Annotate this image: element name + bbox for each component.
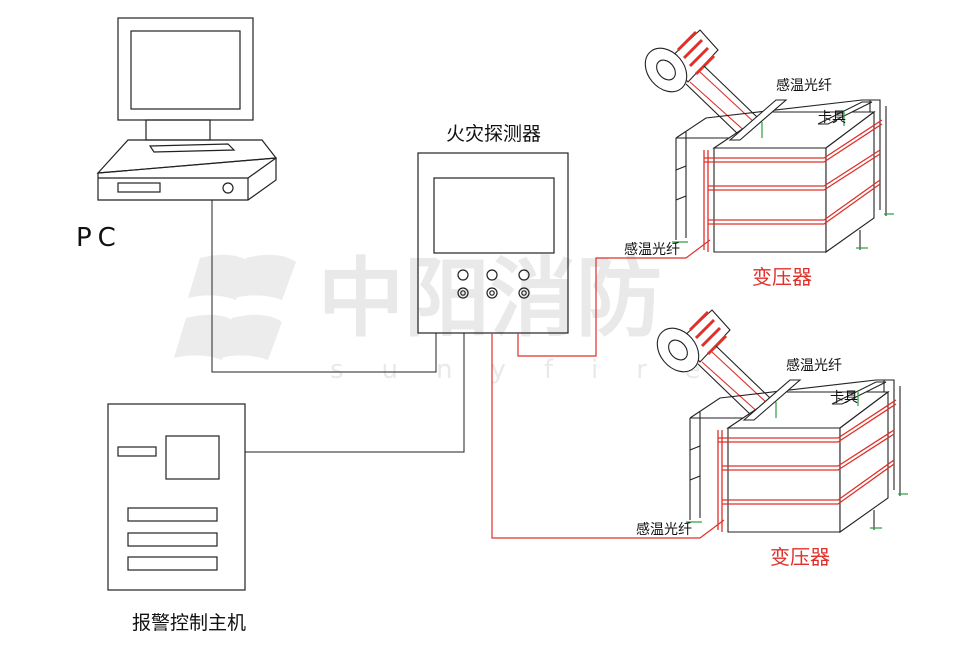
detector-led-3 [518, 269, 530, 281]
pc-drive-slot [117, 182, 161, 193]
detector-knob-2 [486, 287, 498, 299]
fire-detector [417, 152, 569, 334]
transformer-2-clamp-label: 卡具 [830, 390, 858, 406]
pc-power-button [222, 182, 234, 194]
transformer-1-side-fiber-label: 感温光纤 [624, 241, 680, 258]
watermark-logo [174, 254, 296, 360]
watermark-subtitle: sunyfire [330, 355, 738, 385]
communication-wiring [211, 200, 465, 453]
transformer-2-label: 变压器 [770, 545, 830, 569]
fiber-reel-1 [644, 29, 759, 137]
transformer-1-fiber-label: 感温光纤 [776, 77, 832, 94]
detector-led-1 [457, 269, 469, 281]
transformer-2-frame [689, 379, 901, 530]
pc-to-detector-cable [211, 200, 437, 373]
pc-case [97, 157, 277, 201]
alarm-control-host [107, 403, 246, 591]
transformer-1-fiber-coil [703, 119, 883, 252]
detector-body [417, 152, 569, 334]
alarm-host-label: 报警控制主机 [132, 612, 246, 634]
fiber-to-transformer-1 [517, 239, 711, 357]
transformer-1-label: 变压器 [752, 265, 812, 289]
alarm-host-panel [165, 435, 220, 480]
detector-knob-3 [518, 287, 530, 299]
alarm-host-slot-3 [127, 556, 218, 571]
transformer-1 [644, 29, 894, 254]
transformer-2 [656, 309, 908, 534]
transformer-1-grounds [672, 110, 894, 249]
alarm-host-indicator [117, 446, 157, 457]
transformer-2-fiber-label: 感温光纤 [786, 357, 842, 374]
watermark-name: 中阳消防 [318, 249, 662, 349]
pc-computer [96, 17, 278, 201]
alarm-host-to-detector-cable [245, 333, 465, 453]
pc-monitor [117, 17, 254, 121]
detector-label: 火灾探测器 [446, 123, 541, 145]
fiber-to-transformer-2 [491, 333, 725, 539]
transformer-2-fiber-coil [717, 399, 897, 532]
transformer-2-clamps [742, 379, 887, 421]
transformer-2-body [726, 390, 890, 534]
pc-screen [130, 30, 241, 110]
detector-display [433, 177, 555, 254]
alarm-host-slot-2 [127, 532, 218, 547]
transformer-2-side-fiber-label: 感温光纤 [636, 521, 692, 538]
transformer-1-clamps [728, 99, 873, 141]
transformer-2-grounds [686, 390, 908, 529]
detector-led-2 [486, 269, 498, 281]
detector-knob-1 [457, 287, 469, 299]
transformer-1-body [712, 110, 876, 254]
transformer-1-clamp-label: 卡具 [818, 110, 846, 126]
fiber-wiring [491, 239, 725, 539]
fiber-reel-2 [656, 309, 771, 417]
alarm-host-slot-1 [127, 507, 218, 522]
watermark: 中阳消防 sunyfire [174, 249, 738, 385]
pc-monitor-stand [145, 119, 211, 141]
pc-label: PC [76, 223, 122, 253]
alarm-host-cabinet [107, 403, 246, 591]
